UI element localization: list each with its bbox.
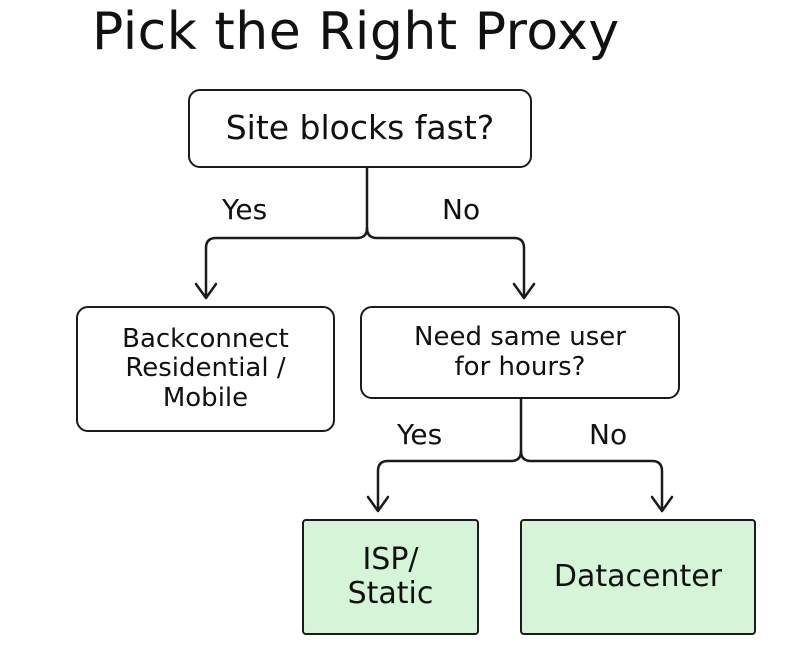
connector-root-right [365, 226, 526, 299]
decision-need-same-user: Need same user for hours? [360, 306, 680, 399]
edge-label-no: No [442, 193, 481, 226]
edge-label-yes: Yes [222, 193, 268, 226]
arrowhead-no-root [512, 282, 536, 300]
edge-label-no-hours: No [589, 418, 628, 451]
connector-root-trunk [204, 166, 369, 299]
arrowhead-yes-hours [366, 495, 390, 513]
result-datacenter: Datacenter [520, 519, 756, 635]
diagram-title: Pick the Right Proxy [92, 2, 620, 62]
result-backconnect-residential-mobile: Backconnect Residential / Mobile [76, 306, 335, 432]
edge-label-yes-hours: Yes [397, 418, 443, 451]
result-isp-static: ISP/ Static [302, 519, 479, 635]
connector-hours-trunk [376, 397, 523, 512]
connector-hours-right [519, 449, 664, 512]
decision-site-blocks-fast: Site blocks fast? [188, 89, 532, 168]
arrowhead-no-hours [650, 495, 674, 513]
arrowhead-yes-root [194, 282, 218, 300]
